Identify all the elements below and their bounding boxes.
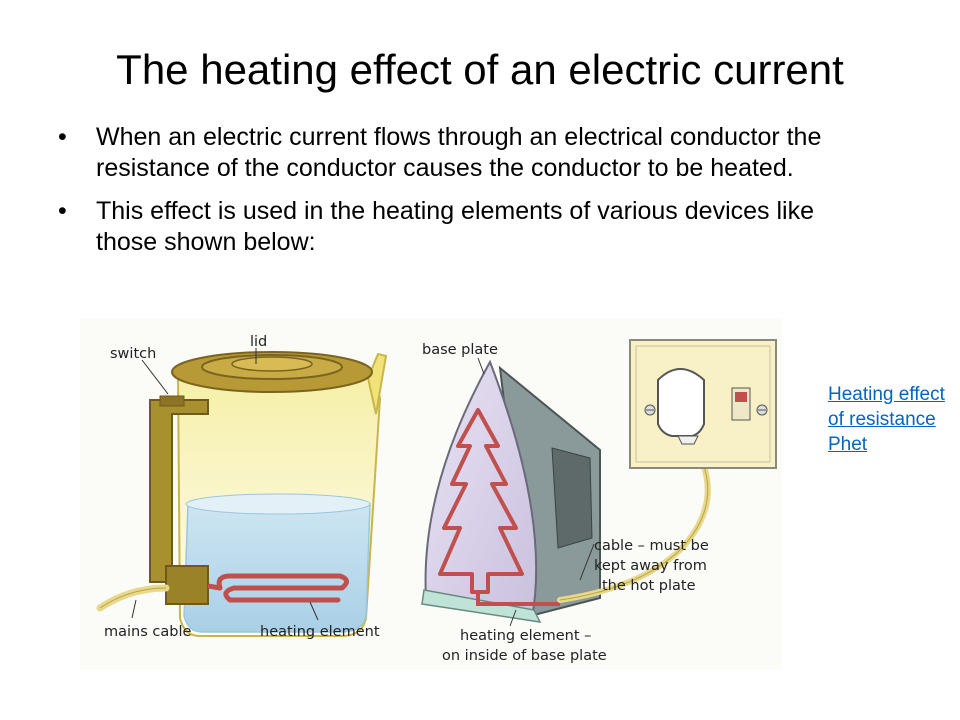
label-kettle-heating-element: heating element bbox=[260, 624, 380, 640]
appliances-illustration: switch lid mains cable heating element bbox=[80, 318, 782, 670]
bullet-list: When an electric current flows through a… bbox=[58, 122, 878, 270]
label-cable-line3: the hot plate bbox=[602, 578, 696, 594]
label-cable-line1: cable – must be bbox=[594, 538, 709, 554]
kettle-drawing: switch lid mains cable heating element bbox=[96, 334, 388, 640]
label-cable-line2: kept away from bbox=[594, 558, 707, 574]
label-iron-element-line1: heating element – bbox=[460, 628, 591, 644]
label-base-plate: base plate bbox=[422, 342, 498, 358]
label-lid: lid bbox=[250, 334, 267, 350]
bullet-item: This effect is used in the heating eleme… bbox=[58, 196, 878, 258]
phet-simulation-link[interactable]: Heating effect of resistance Phet bbox=[828, 384, 945, 455]
label-iron-element-line2: on inside of base plate bbox=[442, 648, 607, 664]
appliances-svg: switch lid mains cable heating element bbox=[96, 334, 777, 664]
iron-drawing: base plate cable – must be kept away fro… bbox=[421, 342, 711, 664]
bullet-item: When an electric current flows through a… bbox=[58, 122, 878, 184]
wall-socket-drawing bbox=[629, 339, 777, 469]
label-mains-cable: mains cable bbox=[104, 624, 191, 640]
slide-title: The heating effect of an electric curren… bbox=[116, 46, 844, 93]
label-switch: switch bbox=[110, 346, 156, 362]
